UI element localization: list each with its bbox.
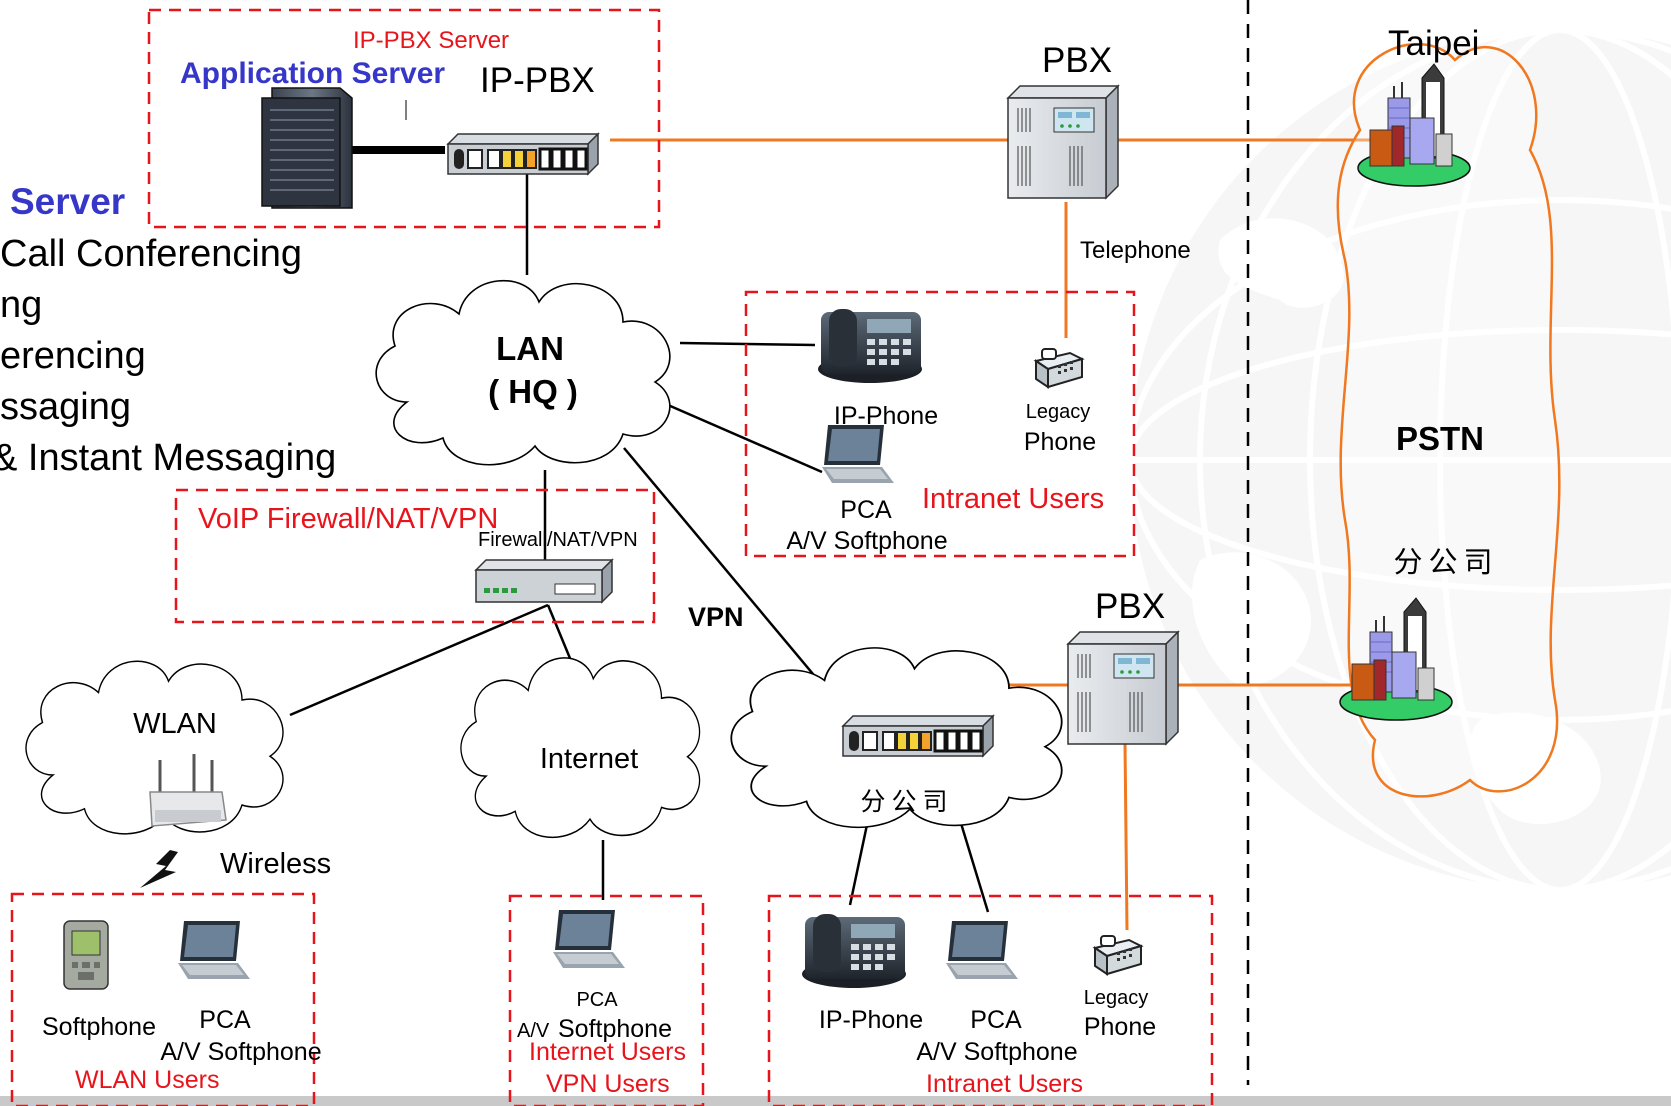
ip-phone-branch-icon <box>802 914 906 988</box>
pbx-top-label: PBX <box>1042 41 1112 80</box>
pbx-top-icon <box>1007 85 1119 199</box>
phone-branch-label: Phone <box>1084 1013 1156 1041</box>
pca-hq-label: PCA <box>840 496 892 524</box>
lan-label-line1: LAN <box>496 330 564 367</box>
voip-firewall-group-label: VoIP Firewall/NAT/VPN <box>198 503 498 535</box>
server-heading: Server <box>10 181 125 222</box>
pca-laptop-branch-icon <box>946 921 1018 979</box>
legacy-branch-label: Legacy <box>1084 987 1149 1009</box>
internet-pca-label: PCA <box>576 989 618 1011</box>
application-server-label: Application Server <box>180 57 445 90</box>
feature-item-4: ssaging <box>0 386 131 428</box>
pca-laptop-internet-icon <box>553 910 625 968</box>
pca-laptop-hq-icon <box>822 425 894 483</box>
ip-pbx-label: IP-PBX <box>480 61 595 100</box>
legacy-hq-label: Legacy <box>1026 401 1091 423</box>
globe-background-icon <box>1127 27 1671 893</box>
branch-cloud-label: 分公司 <box>860 787 953 816</box>
internet-av-label: A/V <box>517 1020 550 1042</box>
firewall-device-icon <box>474 558 614 604</box>
pstn-branch-label: 分公司 <box>1393 545 1498 579</box>
vpn-users-label: VPN Users <box>546 1070 670 1098</box>
wlan-softphone-label: Softphone <box>42 1013 156 1041</box>
intranet-users-hq-label: Intranet Users <box>922 483 1104 515</box>
wireless-access-point-icon <box>149 754 227 827</box>
ip-pbx-icon <box>446 132 600 176</box>
vpn-label: VPN <box>688 602 744 632</box>
pbx-branch-label: PBX <box>1095 587 1165 626</box>
wireless-bolt-icon <box>140 850 178 888</box>
feature-item-5: & Instant Messaging <box>0 437 336 479</box>
branch-ip-pbx-icon <box>841 714 995 758</box>
wlan-pca-label: PCA <box>199 1006 251 1034</box>
legacy-phone-branch-icon <box>1094 935 1142 975</box>
bottom-strip <box>0 1096 1671 1106</box>
feature-item-1: Call Conferencing <box>0 233 302 275</box>
intranet-users-branch-label: Intranet Users <box>926 1070 1083 1098</box>
feature-item-3: erencing <box>0 335 146 377</box>
internet-softphone-label: Softphone <box>558 1015 672 1043</box>
taipei-label: Taipei <box>1388 24 1479 63</box>
internet-users-label: Internet Users <box>529 1038 686 1066</box>
lan-label-line2: ( HQ ) <box>488 373 578 410</box>
pbx-branch-icon <box>1067 631 1179 745</box>
firewall-device-label: Firewall/NAT/VPN <box>478 529 638 551</box>
wlan-users-label: WLAN Users <box>75 1066 219 1094</box>
ip-phone-branch-label: IP-Phone <box>819 1006 923 1034</box>
wlan-cloud-label: WLAN <box>133 708 217 740</box>
wlan-av-softphone-label: A/V Softphone <box>160 1038 321 1066</box>
legacy-phone-hq-icon <box>1035 348 1083 388</box>
ip-pbx-server-group-label: IP-PBX Server <box>353 27 509 54</box>
pstn-label: PSTN <box>1396 420 1484 457</box>
ip-phone-hq-icon <box>818 309 922 383</box>
connection-lines <box>289 100 1375 931</box>
wireless-label: Wireless <box>220 848 331 880</box>
application-server-icon <box>261 87 353 209</box>
group-boxes <box>10 8 1214 1106</box>
internet-cloud-label: Internet <box>540 743 638 775</box>
telephone-label: Telephone <box>1080 237 1191 264</box>
phone-hq-label: Phone <box>1024 428 1096 456</box>
feature-item-2: ng <box>0 284 42 326</box>
pstn-cloud <box>1336 42 1561 798</box>
pda-softphone-icon <box>63 920 109 990</box>
pca-laptop-wlan-icon <box>178 921 250 979</box>
pca-branch-label: PCA <box>970 1006 1022 1034</box>
softphone-hq-label: A/V Softphone <box>786 527 947 555</box>
av-softphone-branch-label: A/V Softphone <box>916 1038 1077 1066</box>
